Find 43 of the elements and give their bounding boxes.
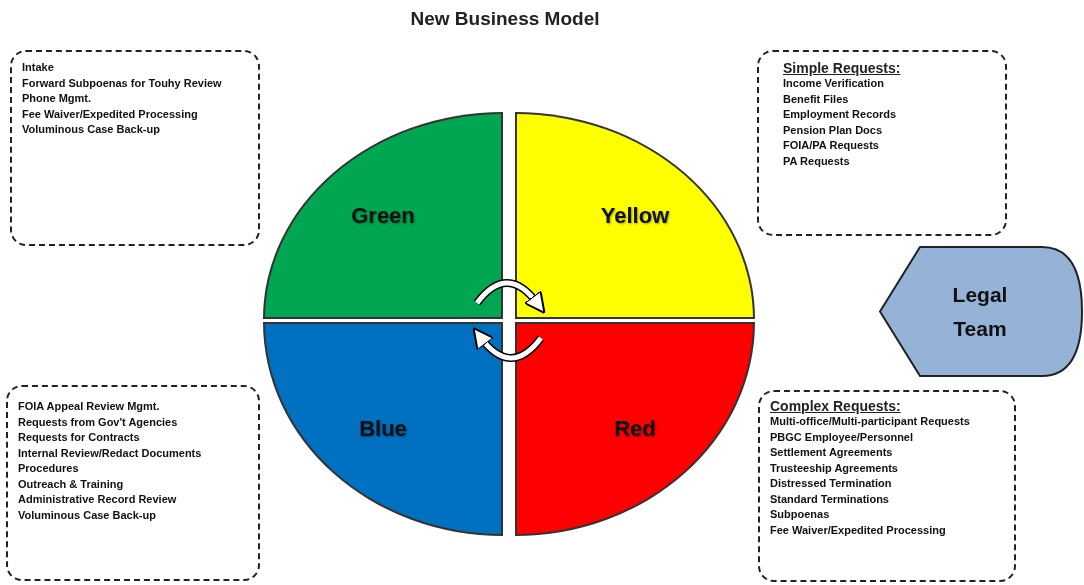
list-item: Settlement Agreements [770,445,894,460]
list-item: Employment Records [783,107,898,122]
list-item: Internal Review/Redact Documents [18,445,203,461]
list-heading: Complex Requests: [770,398,902,414]
shape-label: Legal Team [951,281,1009,342]
quadrant [515,322,755,536]
quadrant [263,322,503,536]
list-item: Fee Waiver/Expedited Processing [22,106,199,122]
quadrant-label: Green [351,202,415,229]
list-item: Fee Waiver/Expedited Processing [770,522,947,538]
list-item: Pension Plan Docs [783,122,884,138]
quadrant [263,112,503,319]
dashed-text-box [757,50,1007,236]
list-item: Standard Terminations [770,491,890,507]
list-item: Voluminous Case Back-up [22,122,161,137]
list-item: Distressed Termination [770,476,893,491]
list-item: Benefit Files [783,91,850,107]
list-item: Administrative Record Review [18,492,178,507]
list-item: FOIA/PA Requests [783,138,880,153]
list-heading: Simple Requests: [783,60,902,76]
list-item: Requests for Contracts [18,430,141,445]
list-item: Forward Subpoenas for Touhy Review [22,75,223,91]
diagram-title: New Business Model [409,8,601,30]
dashed-text-box [10,50,260,246]
list-item: Trusteeship Agreements [770,460,899,476]
quadrant [515,112,755,319]
list-item: Procedures [18,461,80,476]
list-item: PA Requests [783,153,851,169]
dashed-text-box [6,385,260,581]
list-item: Subpoenas [770,507,831,522]
list-item: Income Verification [783,76,885,91]
list-item: Requests from Gov't Agencies [18,414,179,430]
list-item: Voluminous Case Back-up [18,507,157,523]
list-item: PBGC Employee/Personnel [770,429,915,445]
quadrant-label: Yellow [600,202,670,229]
list-item: Multi-office/Multi-participant Requests [770,414,971,429]
list-item: Intake [22,60,55,75]
quadrant-label: Red [614,416,656,442]
list-item: Phone Mgmt. [22,91,93,106]
list-item: FOIA Appeal Review Mgmt. [18,399,161,414]
dashed-text-box [758,390,1016,582]
quadrant-label: Blue [359,416,407,442]
list-item: Outreach & Training [18,476,125,492]
